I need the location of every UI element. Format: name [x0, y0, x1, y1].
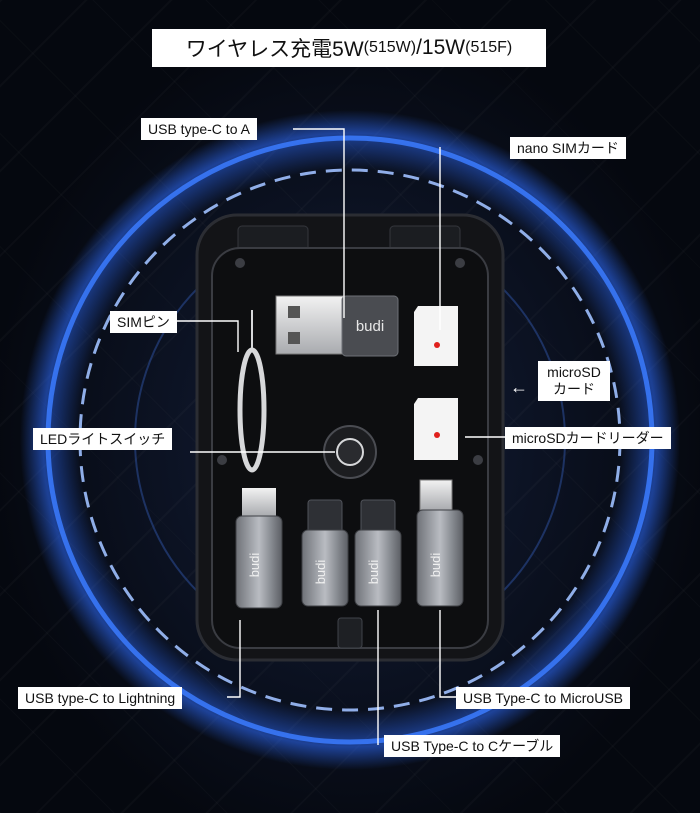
usb-c-to-a-adapter: budi	[275, 295, 399, 357]
leader-lines	[171, 128, 505, 745]
title-separator: /15W	[416, 36, 466, 59]
label-microsd-line2: カード	[553, 381, 595, 397]
brand-logo: budi	[313, 560, 328, 585]
label-usb-c-to-lightning: USB type-C to Lightning	[18, 687, 183, 709]
screw	[455, 258, 465, 268]
microsd-card	[414, 398, 458, 460]
brand-logo: budi	[428, 553, 443, 578]
screw	[473, 455, 483, 465]
label-sim-pin: SIMピン	[110, 311, 177, 333]
label-microsd-line1: microSD	[547, 364, 601, 380]
label-nano-sim: nano SIMカード	[510, 137, 626, 159]
screw	[217, 455, 227, 465]
cable-slot	[337, 617, 363, 649]
led-switch	[323, 425, 377, 479]
label-led-switch: LEDライトスイッチ	[33, 428, 173, 450]
brand-logo: budi	[356, 318, 384, 335]
arrow-left-icon: ←	[510, 377, 528, 397]
title-main: ワイヤレス充電5W	[185, 38, 364, 61]
usb-c-adapter: budi	[301, 499, 349, 607]
micro-usb-tip	[419, 479, 453, 511]
label-usb-c-to-c-cable: USB Type-C to Cケーブル	[384, 735, 561, 757]
label-microsd-card: microSD カード	[538, 361, 610, 401]
screw	[235, 258, 245, 268]
micro-usb-adapter: budi	[416, 509, 464, 607]
title-model-1: (515W)	[363, 39, 417, 56]
label-usb-c-to-a: USB type-C to A	[141, 118, 257, 140]
title-model-2: (515F)	[465, 39, 513, 56]
brand-logo: budi	[247, 553, 262, 578]
page-title: ワイヤレス充電5W(515W)/15W(515F)	[152, 29, 546, 67]
nano-sim-card	[414, 306, 458, 366]
label-usb-c-to-micro: USB Type-C to MicroUSB	[456, 687, 631, 709]
sim-pin	[237, 310, 267, 473]
label-microsd-reader: microSDカードリーダー	[505, 427, 671, 449]
lightning-adapter: budi	[235, 488, 283, 609]
brand-logo: budi	[366, 560, 381, 585]
usb-c-adapter: budi	[354, 499, 402, 607]
